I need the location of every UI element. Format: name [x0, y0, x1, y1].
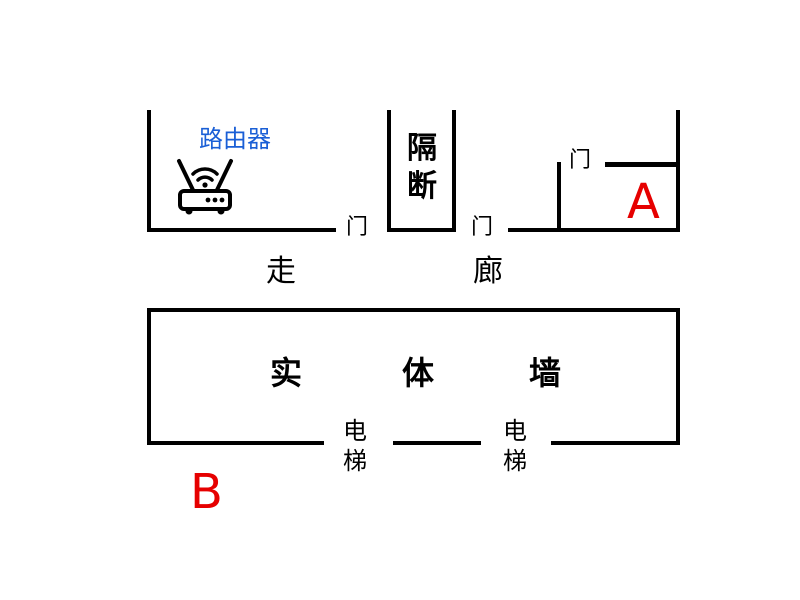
solid-wall-label-char3: 墙	[529, 354, 562, 392]
solid-wall-label-char2: 体	[402, 354, 435, 392]
room-a-bottom-wall	[508, 228, 680, 232]
router-room-bottom-wall	[147, 228, 336, 232]
router-room-left-wall	[147, 110, 151, 232]
partition-bottom-wall	[387, 228, 456, 232]
room-a-inner-top-wall	[605, 162, 680, 167]
solid-wall-left	[147, 308, 151, 445]
partition-right-wall	[452, 110, 456, 232]
solid-wall-label-char1: 实	[270, 354, 303, 392]
solid-wall-right	[676, 308, 680, 445]
door-label-1: 门	[346, 215, 369, 240]
elevator-1-line1: 电	[343, 417, 367, 445]
solid-wall-bottom-segment-3	[551, 441, 680, 445]
wifi-router-icon	[177, 159, 233, 215]
door-label-3: 门	[569, 148, 592, 173]
solid-wall-top	[147, 308, 680, 312]
partition-label: 隔 断	[402, 130, 442, 206]
partition-label-line2: 断	[407, 169, 437, 204]
point-b-label: B	[190, 464, 223, 520]
router-label: 路由器	[199, 125, 271, 153]
solid-wall-bottom-segment-2	[393, 441, 481, 445]
elevator-2-line1: 电	[503, 417, 527, 445]
elevator-2-line2: 梯	[503, 447, 527, 475]
corridor-label-char2: 廊	[473, 254, 503, 289]
elevator-1-line2: 梯	[343, 447, 367, 475]
point-a-label: A	[627, 174, 660, 230]
room-a-inner-left-wall	[557, 162, 561, 232]
partition-label-line1: 隔	[407, 131, 437, 166]
room-a-right-wall	[676, 110, 680, 232]
solid-wall-bottom-segment-1	[147, 441, 324, 445]
partition-left-wall	[387, 110, 391, 232]
corridor-label-char1: 走	[266, 254, 296, 289]
door-label-2: 门	[471, 215, 494, 240]
elevator-label-2: 电 梯	[500, 416, 530, 476]
elevator-label-1: 电 梯	[340, 416, 370, 476]
